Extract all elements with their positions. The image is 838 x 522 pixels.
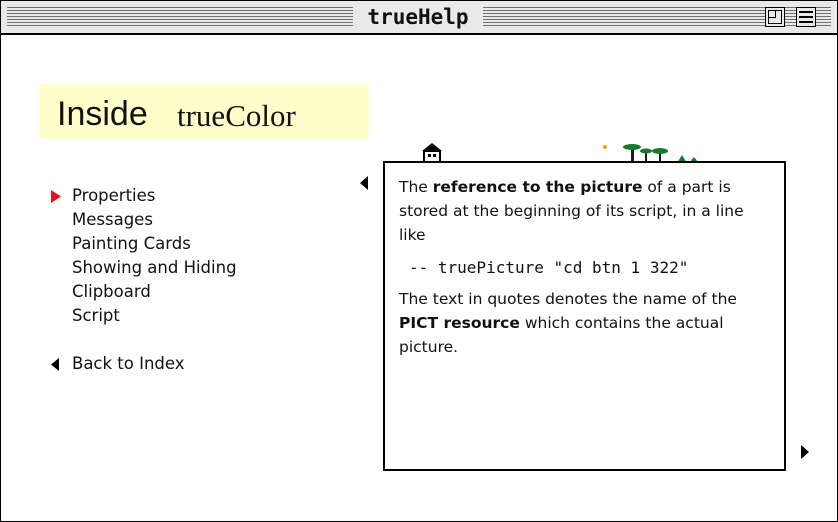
text-fragment: The (399, 178, 433, 196)
text-fragment: The text in quotes denotes the name of t… (399, 290, 737, 308)
page-header: Inside trueColor (39, 84, 369, 139)
back-to-index-link[interactable]: Back to Index (49, 353, 229, 375)
bold-term: PICT resource (399, 314, 520, 332)
menu-item-script[interactable]: Script (49, 305, 279, 327)
zoom-box-button[interactable] (765, 7, 785, 27)
menu-item-messages[interactable]: Messages (49, 209, 279, 231)
content-box: The reference to the picture of a part i… (383, 161, 786, 471)
text-fragment: which contains the actual picture. (399, 314, 724, 356)
content-paragraph-2: The text in quotes denotes the name of t… (399, 287, 770, 359)
trees-picture-icon (603, 144, 699, 163)
menu-item-painting-cards[interactable]: Painting Cards (49, 233, 279, 255)
bold-term: reference to the picture (432, 178, 643, 196)
menu-item-label: Showing and Hiding (72, 258, 237, 277)
menu-item-properties[interactable]: Properties (49, 185, 279, 207)
next-page-button[interactable] (801, 445, 809, 459)
menu-item-clipboard[interactable]: Clipboard (49, 281, 279, 303)
back-to-index-label: Back to Index (72, 354, 185, 373)
red-pointer-icon (51, 190, 61, 203)
text-fragment: of a part is stored at the beginning of … (399, 178, 744, 244)
product-name: trueColor (177, 98, 296, 133)
code-line: -- truePicture "cd btn 1 322" (409, 258, 689, 277)
title-bar[interactable]: trueHelp (1, 1, 837, 35)
collapse-bar-icon (799, 21, 813, 23)
menu-item-label: Script (72, 306, 120, 325)
zoom-inner-square-icon (768, 10, 776, 18)
collapse-bar-icon (799, 16, 813, 18)
collapse-bar-icon (799, 11, 813, 13)
left-arrow-icon (51, 358, 59, 371)
house-icon (422, 143, 442, 162)
menu-item-label: Painting Cards (72, 234, 191, 253)
menu-item-label: Clipboard (72, 282, 151, 301)
content-paragraph-1: The reference to the picture of a part i… (399, 175, 770, 247)
menu-item-label: Properties (72, 186, 156, 205)
menu-item-showing-and-hiding[interactable]: Showing and Hiding (49, 257, 279, 279)
menu-item-label: Messages (72, 210, 153, 229)
window-title: trueHelp (353, 5, 483, 29)
page-title: Inside (57, 95, 148, 133)
previous-page-button[interactable] (360, 176, 368, 190)
collapse-box-button[interactable] (796, 7, 816, 27)
